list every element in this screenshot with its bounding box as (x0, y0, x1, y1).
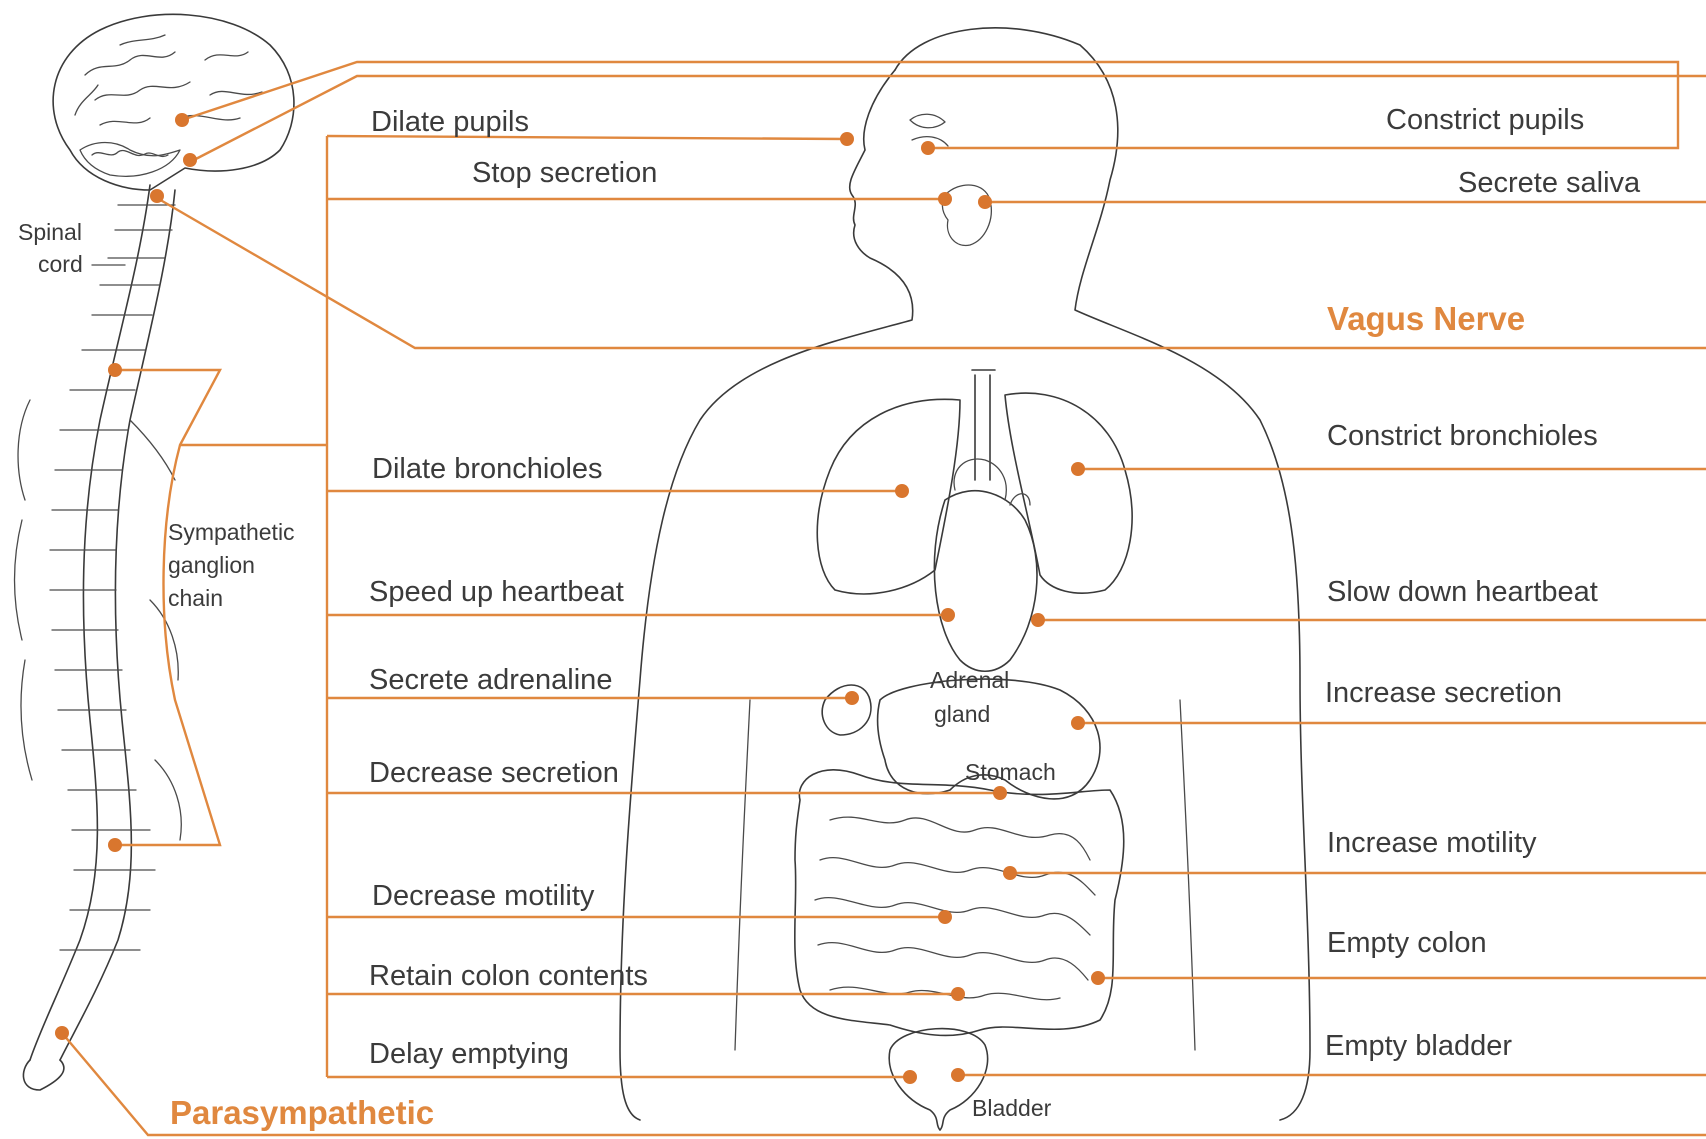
dot-ganglion-top (108, 363, 122, 377)
effect-secrete-adrenaline: Secrete adrenaline (369, 664, 612, 696)
dot-brainstem (183, 153, 197, 167)
effect-dilate-pupils: Dilate pupils (371, 106, 529, 138)
dot-slow-heartbeat (1031, 613, 1045, 627)
dot-empty-colon (1091, 971, 1105, 985)
dot-secrete-adrenaline (845, 691, 859, 705)
effect-decrease-motility: Decrease motility (372, 880, 595, 912)
adrenal-gland-shape (822, 685, 871, 735)
dot-stop-secretion (938, 192, 952, 206)
adrenal-label-line1: Adrenal (930, 667, 1009, 693)
effect-decrease-secretion: Decrease secretion (369, 757, 619, 789)
stomach-label: Stomach (965, 759, 1056, 785)
adrenal-label-line2: gland (934, 701, 990, 727)
dot-speed-heartbeat (941, 608, 955, 622)
dot-increase-secretion (1071, 716, 1085, 730)
effect-speed-heartbeat: Speed up heartbeat (369, 576, 624, 608)
dot-delay-emptying (903, 1070, 917, 1084)
effect-constrict-bronchioles: Constrict bronchioles (1327, 420, 1598, 452)
dot-dilate-pupils (840, 132, 854, 146)
dot-ganglion-bottom (108, 838, 122, 852)
vagus-nerve-label: Vagus Nerve (1327, 300, 1525, 337)
bladder-label: Bladder (972, 1095, 1052, 1121)
dot-increase-motility (1003, 866, 1017, 880)
aorta (954, 459, 1030, 505)
heart (934, 491, 1037, 672)
effect-stop-secretion: Stop secretion (472, 157, 657, 189)
effect-dilate-bronchioles: Dilate bronchioles (372, 453, 603, 485)
lungs (817, 370, 1132, 594)
effect-empty-bladder: Empty bladder (1325, 1030, 1512, 1062)
spinal-column (15, 185, 182, 1090)
effect-empty-colon: Empty colon (1327, 927, 1487, 959)
ganglion-label-line2: ganglion (168, 552, 255, 578)
dot-medulla (150, 189, 164, 203)
dot-secrete-saliva (978, 195, 992, 209)
effect-secrete-saliva: Secrete saliva (1458, 167, 1641, 199)
dot-brain (175, 113, 189, 127)
ganglion-label-line1: Sympathetic (168, 519, 295, 545)
dot-constrict-pupils (921, 141, 935, 155)
brain (53, 14, 294, 190)
spinal-cord-label-line2: cord (38, 251, 83, 277)
ganglion-label-line3: chain (168, 585, 223, 611)
dot-retain-colon (951, 987, 965, 1001)
dot-empty-bladder (951, 1068, 965, 1082)
parasympathetic-label: Parasympathetic (170, 1094, 434, 1131)
effect-delay-emptying: Delay emptying (369, 1038, 569, 1070)
dot-constrict-bronchioles (1071, 462, 1085, 476)
dot-dilate-bronchioles (895, 484, 909, 498)
spinal-cord-label-line1: Spinal (18, 219, 82, 245)
effect-constrict-pupils: Constrict pupils (1386, 104, 1584, 136)
effect-slow-heartbeat: Slow down heartbeat (1327, 576, 1598, 608)
dot-decrease-motility (938, 910, 952, 924)
effect-increase-secretion: Increase secretion (1325, 677, 1562, 709)
dot-sacral (55, 1026, 69, 1040)
effect-increase-motility: Increase motility (1327, 827, 1537, 859)
dot-decrease-secretion (993, 786, 1007, 800)
effect-retain-colon: Retain colon contents (369, 960, 648, 992)
